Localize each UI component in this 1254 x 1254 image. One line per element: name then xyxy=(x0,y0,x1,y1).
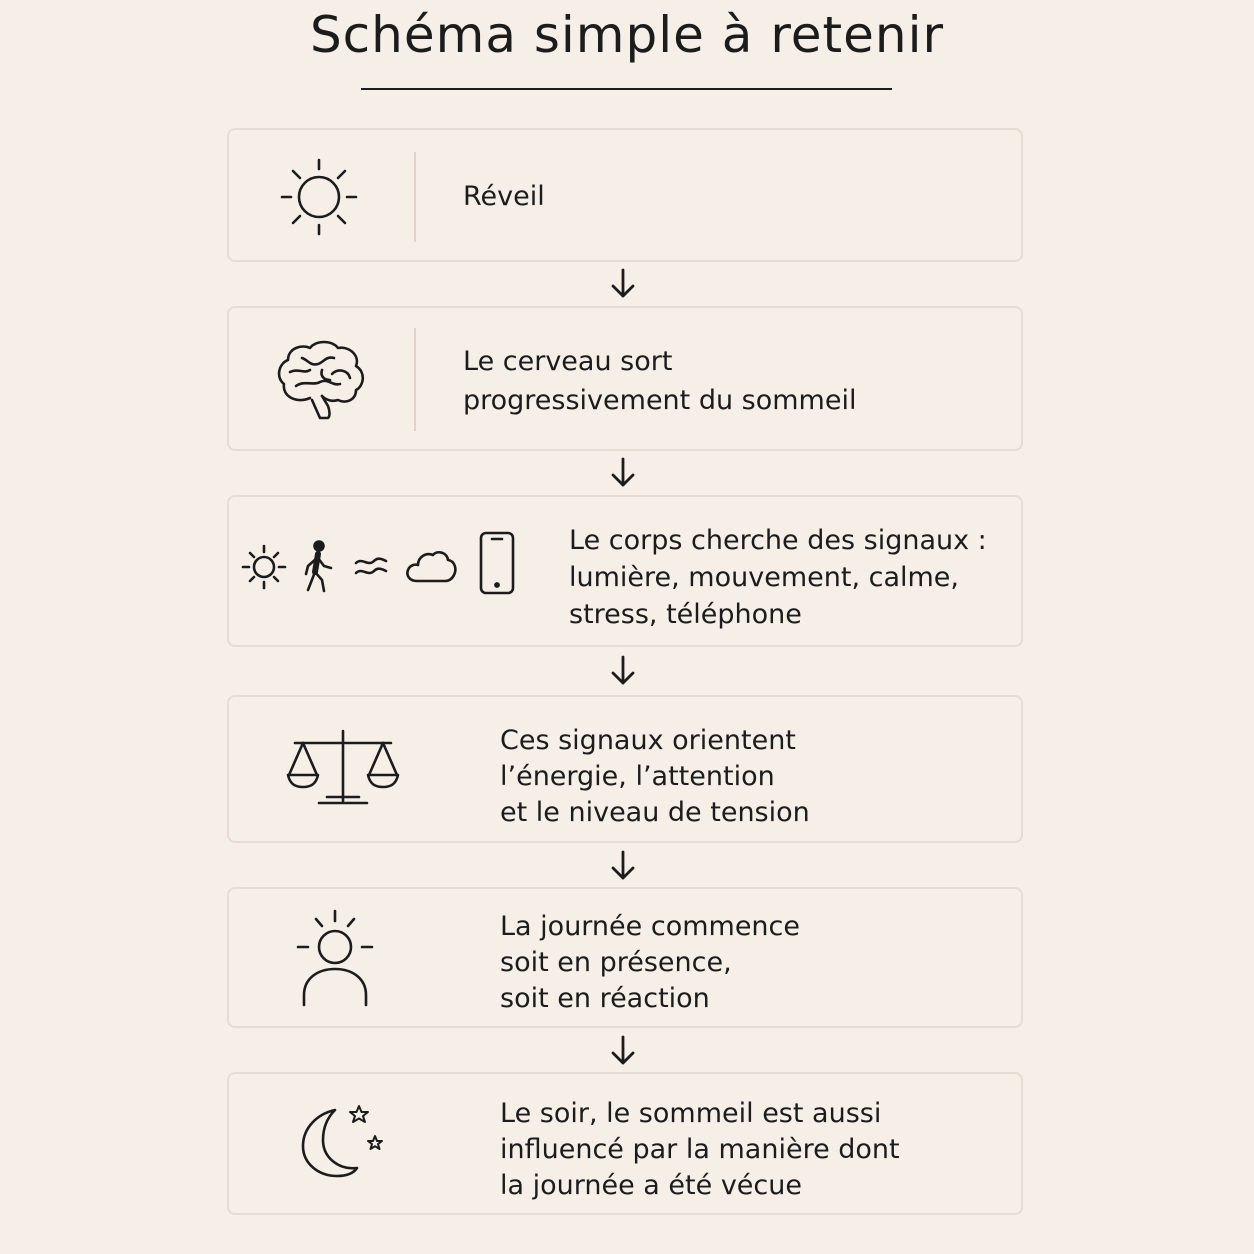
brain-icon xyxy=(277,340,365,420)
card-divider xyxy=(414,152,416,242)
step-card-balance: Ces signaux orientent l’énergie, l’atten… xyxy=(227,695,1023,843)
step-card-day-start: La journée commence soit en présence, so… xyxy=(227,887,1023,1028)
moon-stars-icon xyxy=(301,1105,383,1178)
balance-scale-icon xyxy=(286,729,400,805)
step-text: Réveil xyxy=(463,181,545,212)
step-text: Le cerveau sort progressivement du somme… xyxy=(463,346,857,416)
title-underline xyxy=(361,88,892,90)
step-card-wake-up: Réveil xyxy=(227,128,1023,262)
arrow-down-icon xyxy=(611,457,635,487)
step-card-brain: Le cerveau sort progressivement du somme… xyxy=(227,306,1023,451)
step-text: Le soir, le sommeil est aussi influencé … xyxy=(500,1098,900,1201)
arrow-down-icon xyxy=(611,655,635,685)
walking-person-icon xyxy=(304,540,333,593)
sun-icon xyxy=(241,544,287,590)
card-divider xyxy=(414,328,416,431)
step-text: La journée commence soit en présence, so… xyxy=(500,911,800,1014)
step-text: Ces signaux orientent l’énergie, l’atten… xyxy=(500,725,810,828)
wave-icon xyxy=(354,557,388,575)
arrow-down-icon xyxy=(611,850,635,880)
step-card-evening: Le soir, le sommeil est aussi influencé … xyxy=(227,1072,1023,1215)
person-sunrise-icon xyxy=(296,909,374,1007)
arrow-down-icon xyxy=(611,268,635,298)
page-title: Schéma simple à retenir xyxy=(309,6,945,64)
sun-icon xyxy=(280,158,358,236)
step-card-signals: Le corps cherche des signaux : lumière, … xyxy=(227,495,1023,647)
cloud-icon xyxy=(406,550,457,583)
arrow-down-icon xyxy=(611,1035,635,1065)
phone-icon xyxy=(479,531,515,595)
step-text: Le corps cherche des signaux : lumière, … xyxy=(569,525,987,630)
